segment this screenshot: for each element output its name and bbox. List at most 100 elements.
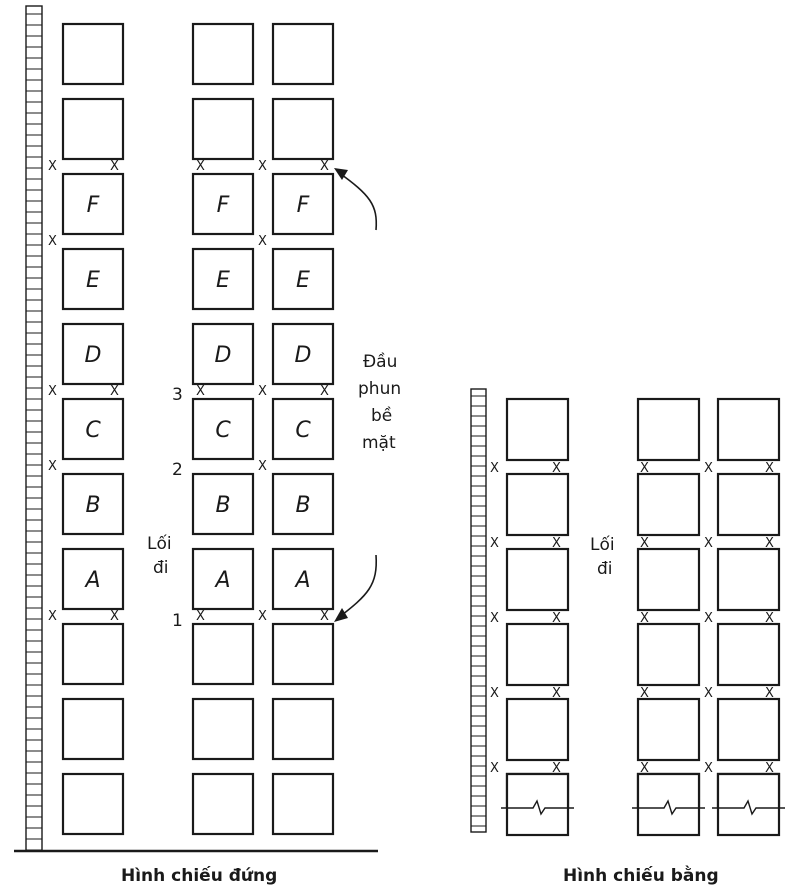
plan-wall-ladder xyxy=(470,388,487,833)
level-number-3: 3 xyxy=(172,385,183,405)
storage-box xyxy=(61,697,125,761)
storage-box xyxy=(61,547,125,611)
storage-box xyxy=(271,622,335,686)
plan-aisle-label-line1: Lối xyxy=(590,534,615,555)
box-letter-a: A xyxy=(213,568,230,593)
plan-break-lines xyxy=(501,772,785,816)
sprinkler-x-mark: X xyxy=(320,609,329,624)
sprinkler-x-mark: X xyxy=(48,459,57,474)
plan-caption: Hình chiếu bằng xyxy=(563,865,719,886)
storage-box xyxy=(61,172,125,236)
sprinkler-x-mark: X xyxy=(258,459,267,474)
sprinkler-label-line4: mặt xyxy=(362,433,396,453)
box-letter-b: B xyxy=(85,493,100,518)
storage-box xyxy=(271,472,335,536)
plan-sprinkler-x-mark: X xyxy=(552,686,561,701)
storage-box xyxy=(61,472,125,536)
storage-box xyxy=(61,22,125,86)
sprinkler-x-mark: X xyxy=(320,384,329,399)
plan-sprinkler-x-mark: X xyxy=(765,686,774,701)
storage-box xyxy=(61,97,125,161)
elevation-aisle-label-line1: Lối xyxy=(147,533,172,554)
storage-box xyxy=(61,322,125,386)
break-line xyxy=(712,799,785,816)
storage-box xyxy=(271,772,335,836)
sprinkler-x-mark: X xyxy=(110,159,119,174)
storage-box xyxy=(271,547,335,611)
plan-sprinkler-x-mark: X xyxy=(490,536,499,551)
plan-sprinkler-x-mark: X xyxy=(704,536,713,551)
plan-sprinkler-x-mark: X xyxy=(490,461,499,476)
storage-box xyxy=(191,247,255,311)
sprinkler-arrow-top xyxy=(334,168,378,231)
plan-ladder-rail xyxy=(470,388,487,833)
sprinkler-x-mark: X xyxy=(196,384,205,399)
box-letter-e: E xyxy=(86,268,100,293)
ladder-rail xyxy=(25,5,43,852)
box-letter-b: B xyxy=(215,493,230,518)
box-letter-d: D xyxy=(85,343,102,368)
plan-partial-box xyxy=(636,772,701,808)
plan-partial-box xyxy=(505,772,570,808)
storage-box xyxy=(191,622,255,686)
plan-storage-box xyxy=(716,697,781,762)
plan-sprinkler-x-mark: X xyxy=(490,761,499,776)
sprinkler-x-mark: X xyxy=(48,609,57,624)
plan-storage-box xyxy=(505,547,570,612)
storage-box xyxy=(271,697,335,761)
plan-sprinkler-x-mark: X xyxy=(765,536,774,551)
sprinkler-x-mark: X xyxy=(258,609,267,624)
storage-box xyxy=(61,247,125,311)
sprinkler-arrow-bottom xyxy=(334,554,378,622)
sprinkler-label-line3: bề xyxy=(371,405,392,426)
plan-sprinkler-x-mark: X xyxy=(765,761,774,776)
storage-box xyxy=(271,97,335,161)
elevation-wall-ladder xyxy=(25,5,43,852)
storage-box xyxy=(191,472,255,536)
plan-sprinkler-x-mark: X xyxy=(552,761,561,776)
box-letter-c: C xyxy=(215,418,231,443)
plan-storage-box xyxy=(505,397,570,462)
plan-storage-box xyxy=(505,472,570,537)
level-number-1: 1 xyxy=(172,611,183,631)
box-letter-c: C xyxy=(85,418,101,443)
storage-box xyxy=(191,22,255,86)
sprinkler-x-mark: X xyxy=(196,159,205,174)
sprinkler-x-mark: X xyxy=(258,384,267,399)
storage-box xyxy=(191,772,255,836)
plan-boxes xyxy=(505,397,781,837)
plan-sprinkler-x-mark: X xyxy=(704,761,713,776)
box-letter-a: A xyxy=(83,568,100,593)
plan-storage-box xyxy=(636,622,701,687)
storage-box xyxy=(191,547,255,611)
storage-box xyxy=(271,172,335,236)
storage-box xyxy=(271,247,335,311)
plan-storage-box xyxy=(636,547,701,612)
plan-sprinkler-x-mark: X xyxy=(640,536,649,551)
storage-box xyxy=(271,397,335,461)
plan-sprinkler-x-mark: X xyxy=(490,611,499,626)
storage-box xyxy=(191,397,255,461)
box-letter-d: D xyxy=(215,343,232,368)
plan-sprinkler-x-mark: X xyxy=(552,461,561,476)
box-letter-e: E xyxy=(216,268,230,293)
sprinkler-x-mark: X xyxy=(258,159,267,174)
box-letter-b: B xyxy=(295,493,310,518)
plan-storage-box xyxy=(716,547,781,612)
plan-sprinkler-x-mark: X xyxy=(640,461,649,476)
plan-sprinkler-x-mark: X xyxy=(552,611,561,626)
storage-box xyxy=(61,622,125,686)
sprinkler-label-line1: Đầu xyxy=(363,351,397,372)
box-letter-d: D xyxy=(295,343,312,368)
elevation-caption: Hình chiếu đứng xyxy=(121,865,277,886)
plan-storage-box xyxy=(716,472,781,537)
sprinkler-x-mark: X xyxy=(110,609,119,624)
plan-sprinkler-x-mark: X xyxy=(704,461,713,476)
plan-storage-box xyxy=(716,397,781,462)
storage-box xyxy=(191,322,255,386)
box-letter-f: F xyxy=(297,193,310,218)
sprinkler-x-mark: X xyxy=(258,234,267,249)
